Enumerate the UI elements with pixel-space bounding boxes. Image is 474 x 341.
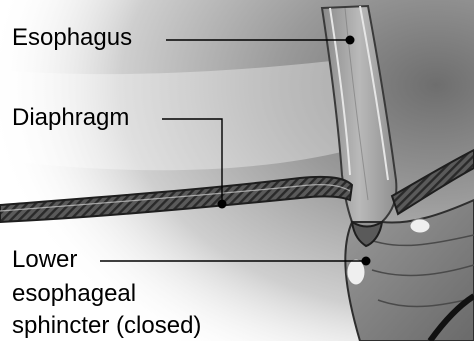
diaphragm-label: Diaphragm [12, 104, 129, 132]
sphincter-label-line1: Lower [12, 246, 77, 274]
diaphragm-dot [218, 200, 227, 209]
esophagus-label: Esophagus [12, 24, 132, 52]
esophagus-dot [346, 36, 355, 45]
sphincter-label-line3: sphincter (closed) [12, 312, 201, 340]
stomach-region [345, 200, 474, 341]
sphincter-dot [362, 257, 371, 266]
sphincter-label-line2: esophageal [12, 280, 136, 308]
